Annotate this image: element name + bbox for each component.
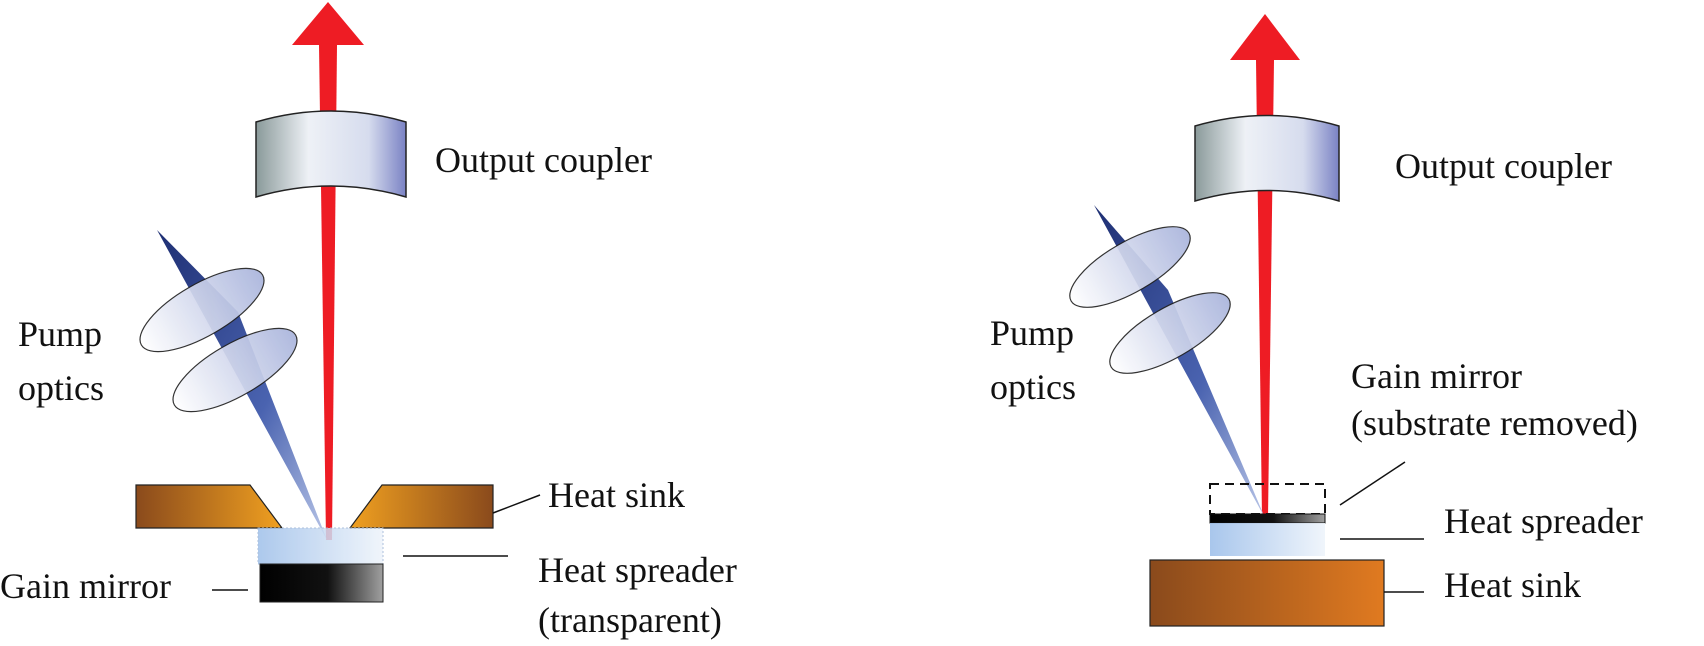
right-heat-sink-label: Heat sink bbox=[1444, 565, 1581, 605]
right-gain-mirror-label-line1: Gain mirror bbox=[1351, 356, 1522, 396]
right-heat-sink bbox=[1149, 559, 1385, 627]
left-heat-sink-right bbox=[348, 484, 494, 529]
left-gain-mirror bbox=[259, 563, 384, 603]
left-output-coupler-label: Output coupler bbox=[435, 140, 652, 180]
right-gain-mirror bbox=[1209, 513, 1326, 524]
right-pump-lens-2 bbox=[1109, 292, 1231, 374]
left-pump-lens-1 bbox=[139, 267, 265, 353]
left-gain-mirror-label: Gain mirror bbox=[0, 566, 171, 606]
right-panel: Output coupler Pump optics Gain mirror (… bbox=[990, 14, 1643, 627]
left-output-coupler bbox=[255, 110, 407, 199]
right-gain-mirror-label-line2: (substrate removed) bbox=[1351, 403, 1638, 443]
right-output-coupler-label: Output coupler bbox=[1395, 146, 1612, 186]
left-laser-arrowhead bbox=[292, 2, 364, 45]
left-heat-spreader bbox=[257, 527, 384, 565]
right-heat-spreader-label: Heat spreader bbox=[1444, 501, 1643, 541]
left-heat-sink-left bbox=[135, 484, 284, 529]
right-pump-optics-label-line1: Pump bbox=[990, 313, 1074, 353]
left-heat-sink-leader bbox=[492, 494, 541, 514]
left-pump-optics-label-line2: optics bbox=[18, 368, 104, 408]
right-heat-spreader bbox=[1210, 523, 1325, 556]
left-pump-lens-2 bbox=[172, 327, 298, 413]
left-heat-sink-label: Heat sink bbox=[548, 475, 685, 515]
right-pump-lens-1 bbox=[1069, 226, 1191, 308]
left-heat-spreader-label-line1: Heat spreader bbox=[538, 550, 737, 590]
right-output-coupler bbox=[1194, 114, 1340, 202]
right-laser-arrowhead bbox=[1230, 14, 1300, 60]
right-pump-optics-label-line2: optics bbox=[990, 367, 1076, 407]
left-heat-spreader-label-line2: (transparent) bbox=[538, 600, 722, 640]
left-pump-optics-label-line1: Pump bbox=[18, 314, 102, 354]
left-panel: Output coupler Pump optics Heat sink Hea… bbox=[0, 2, 737, 640]
right-gain-mirror-leader bbox=[1339, 461, 1406, 506]
